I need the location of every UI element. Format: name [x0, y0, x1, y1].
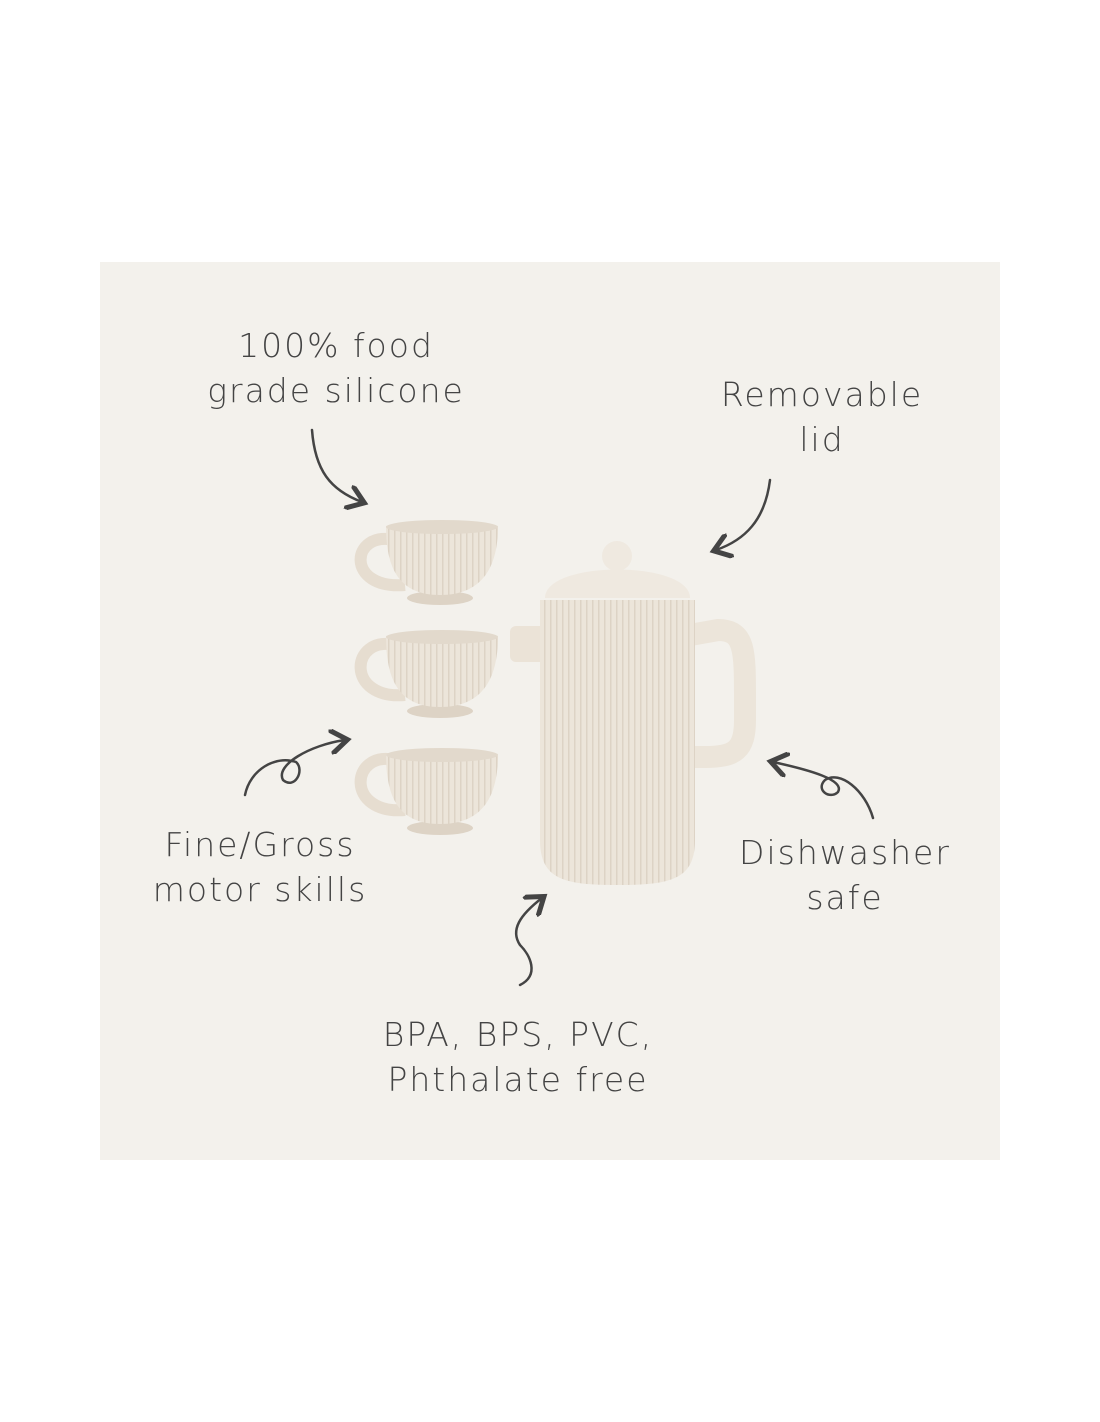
callout-silicone: 100% food grade silicone: [207, 323, 465, 413]
callout-line: Dishwasher: [739, 833, 951, 872]
teapot: [510, 541, 756, 885]
callout-line: safe: [806, 878, 884, 917]
arrow-lid: [716, 478, 772, 550]
callout-dishwasher: Dishwasher safe: [739, 830, 951, 920]
callout-line: Phthalate free: [387, 1060, 649, 1099]
callout-line: Fine/Gross: [164, 825, 356, 864]
arrow-free: [514, 898, 542, 987]
arrow-motor: [243, 740, 345, 797]
callout-line: grade silicone: [207, 371, 465, 410]
callout-lid: Removable lid: [721, 372, 923, 462]
teacup-top: [354, 520, 498, 605]
callout-line: motor skills: [152, 870, 368, 909]
callout-line: lid: [799, 420, 845, 459]
callout-line: 100% food: [238, 326, 434, 365]
arrow-silicone: [310, 428, 362, 502]
callout-line: BPA, BPS, PVC,: [382, 1015, 654, 1054]
callout-bpa-free: BPA, BPS, PVC, Phthalate free: [383, 1012, 653, 1102]
arrow-dishwasher: [773, 762, 875, 820]
teacup-bottom: [354, 748, 498, 835]
callout-line: Removable: [720, 375, 924, 414]
callout-motor-skills: Fine/Gross motor skills: [153, 822, 368, 912]
teacup-middle: [354, 630, 498, 718]
